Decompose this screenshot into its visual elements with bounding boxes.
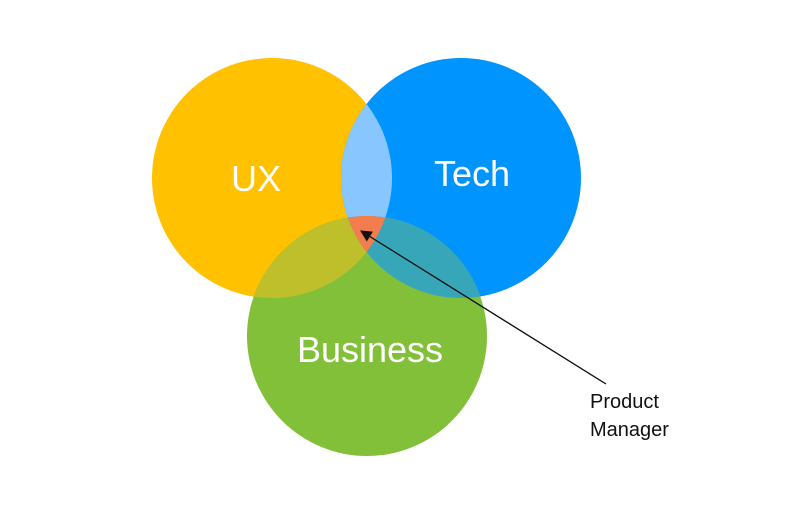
annotation-line-1: Product — [590, 391, 659, 413]
ux-label: UX — [231, 158, 281, 199]
tech-label: Tech — [434, 153, 510, 194]
ux-business-overlap — [247, 216, 392, 298]
annotation-line-2: Manager — [590, 419, 669, 441]
tech-business-overlap — [341, 216, 487, 298]
annotation-arrow — [360, 230, 607, 385]
business-label: Business — [297, 329, 443, 370]
